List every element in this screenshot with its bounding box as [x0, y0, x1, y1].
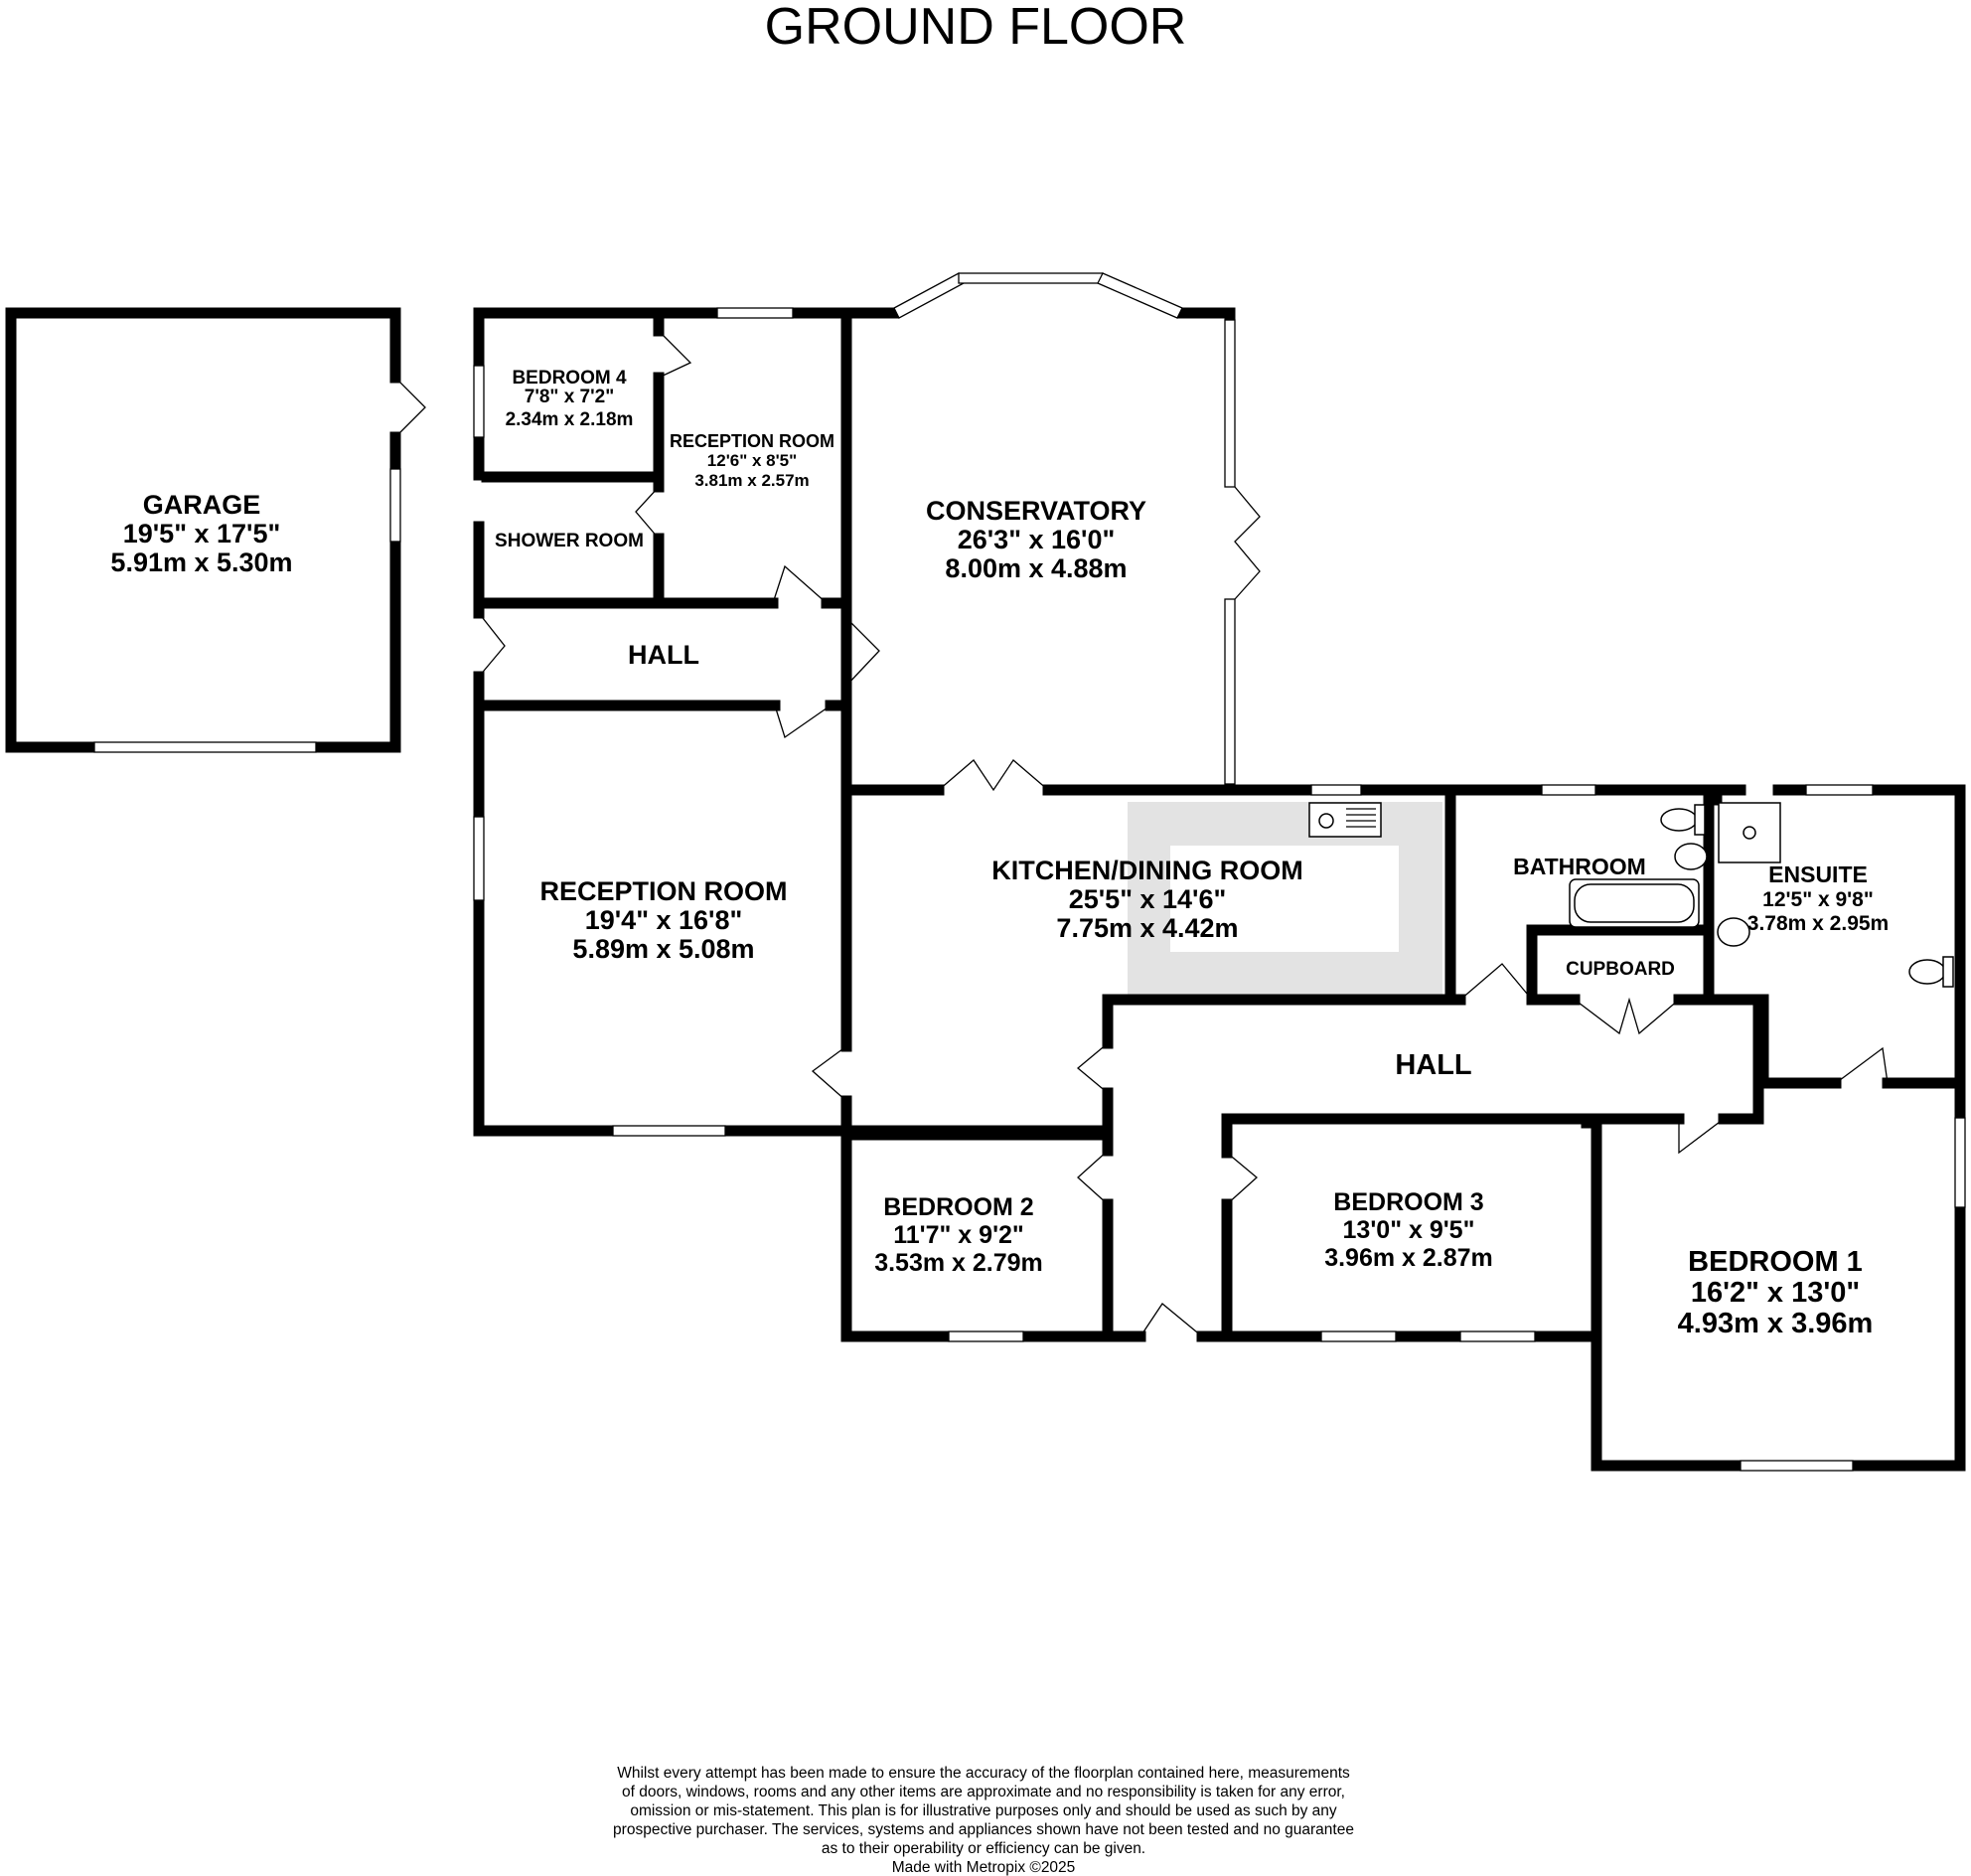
room-name: BATHROOM	[1513, 854, 1646, 879]
room-dim-imperial: 12'6" x 8'5"	[707, 451, 797, 470]
kitchen-sink-icon	[1308, 802, 1382, 838]
room-reception-small: RECEPTION ROOM 12'6" x 8'5" 3.81m x 2.57…	[670, 431, 834, 490]
room-dim-imperial: 19'5" x 17'5"	[123, 519, 281, 548]
windows	[93, 272, 1966, 1472]
room-name: RECEPTION ROOM	[670, 431, 834, 451]
bath-icon	[1569, 878, 1700, 928]
room-name: HALL	[628, 640, 699, 670]
room-name: BEDROOM 4	[512, 368, 627, 389]
room-name: BEDROOM 1	[1688, 1246, 1863, 1278]
room-dim-metric: 4.93m x 3.96m	[1678, 1308, 1874, 1339]
kitchen-island	[1128, 802, 1442, 997]
room-hall-upper: HALL	[628, 640, 699, 670]
room-dim-imperial: 12'5" x 9'8"	[1762, 888, 1874, 911]
room-dim-metric: 3.53m x 2.79m	[874, 1249, 1043, 1277]
room-dim-imperial: 13'0" x 9'5"	[1343, 1216, 1475, 1244]
room-bedroom-4: BEDROOM 4 7'8" x 7'2" 2.34m x 2.18m	[506, 368, 634, 430]
room-bedroom-2: BEDROOM 2 11'7" x 9'2" 3.53m x 2.79m	[874, 1193, 1043, 1277]
room-dim-metric: 3.96m x 2.87m	[1324, 1244, 1493, 1272]
room-name: ENSUITE	[1768, 861, 1868, 887]
disclaimer-line: omission or mis-statement. This plan is …	[630, 1802, 1337, 1819]
room-dim-imperial: 16'2" x 13'0"	[1691, 1277, 1860, 1309]
room-name: RECEPTION ROOM	[539, 876, 787, 906]
room-dim-imperial: 19'4" x 16'8"	[585, 905, 743, 935]
room-name: HALL	[1395, 1049, 1471, 1081]
room-bathroom: BATHROOM	[1513, 854, 1646, 879]
room-dim-metric: 3.81m x 2.57m	[694, 471, 809, 490]
ensuite-basin-icon	[1717, 917, 1750, 947]
room-name: BEDROOM 3	[1333, 1188, 1483, 1216]
room-kitchen-dining: KITCHEN/DINING ROOM 25'5" x 14'6" 7.75m …	[991, 856, 1303, 943]
room-name: SHOWER ROOM	[495, 531, 644, 551]
disclaimer-line: prospective purchaser. The services, sys…	[613, 1821, 1354, 1838]
room-name: GARAGE	[143, 490, 261, 520]
doors	[394, 330, 1889, 1337]
room-dim-imperial: 26'3" x 16'0"	[958, 525, 1116, 554]
room-bedroom-3: BEDROOM 3 13'0" x 9'5" 3.96m x 2.87m	[1324, 1188, 1493, 1272]
room-dim-imperial: 7'8" x 7'2"	[525, 387, 614, 407]
room-dim-metric: 5.89m x 5.08m	[572, 934, 754, 964]
room-reception-main: RECEPTION ROOM 19'4" x 16'8" 5.89m x 5.0…	[539, 876, 787, 964]
toilet-icon	[1660, 804, 1706, 836]
room-dim-metric: 2.34m x 2.18m	[506, 409, 634, 430]
shower-tray-icon	[1718, 802, 1781, 863]
credit: Made with Metropix ©2025	[892, 1859, 1076, 1876]
room-garage: GARAGE 19'5" x 17'5" 5.91m x 5.30m	[110, 490, 292, 577]
room-ensuite: ENSUITE 12'5" x 9'8" 3.78m x 2.95m	[1747, 861, 1889, 935]
room-cupboard: CUPBOARD	[1566, 959, 1675, 980]
room-conservatory: CONSERVATORY 26'3" x 16'0" 8.00m x 4.88m	[926, 496, 1146, 583]
room-name: KITCHEN/DINING ROOM	[991, 856, 1303, 885]
disclaimer-line: of doors, windows, rooms and any other i…	[622, 1784, 1345, 1800]
room-dim-metric: 3.78m x 2.95m	[1747, 912, 1889, 935]
room-name: CONSERVATORY	[926, 496, 1146, 526]
room-dim-metric: 7.75m x 4.42m	[1056, 913, 1238, 943]
room-dim-imperial: 11'7" x 9'2"	[893, 1221, 1024, 1249]
room-labels: GARAGE 19'5" x 17'5" 5.91m x 5.30m BEDRO…	[110, 368, 1889, 1339]
basin-icon	[1674, 843, 1708, 870]
disclaimer-line: as to their operability or efficiency ca…	[822, 1840, 1145, 1857]
disclaimer-line: Whilst every attempt has been made to en…	[617, 1765, 1350, 1782]
fixtures	[1308, 802, 1954, 988]
room-dim-metric: 5.91m x 5.30m	[110, 547, 292, 577]
disclaimer: Whilst every attempt has been made to en…	[613, 1765, 1354, 1876]
room-name: CUPBOARD	[1566, 959, 1675, 980]
room-hall-lower: HALL	[1395, 1049, 1471, 1081]
room-shower-room: SHOWER ROOM	[495, 531, 644, 551]
room-bedroom-1: BEDROOM 1 16'2" x 13'0" 4.93m x 3.96m	[1678, 1246, 1874, 1339]
room-dim-imperial: 25'5" x 14'6"	[1069, 884, 1227, 914]
room-name: BEDROOM 2	[883, 1193, 1033, 1221]
room-dim-metric: 8.00m x 4.88m	[945, 553, 1127, 583]
ensuite-toilet-icon	[1908, 956, 1954, 988]
floor-title: GROUND FLOOR	[765, 0, 1187, 56]
